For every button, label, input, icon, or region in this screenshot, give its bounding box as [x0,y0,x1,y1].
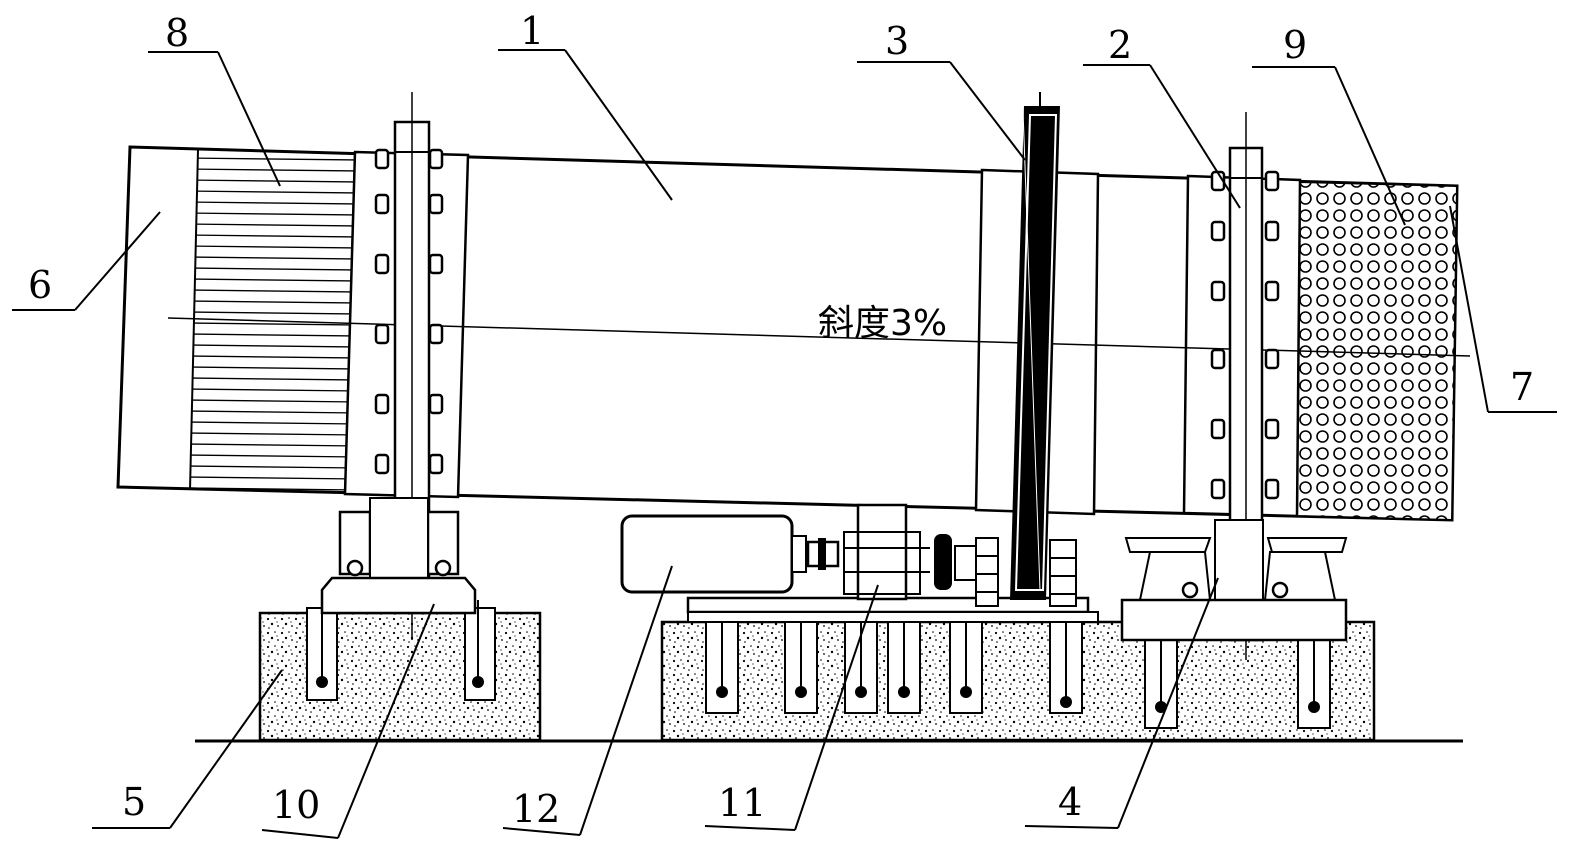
label-10: 10 [272,783,320,827]
label-6: 6 [28,263,52,307]
label-2: 2 [1108,23,1132,67]
label-11: 11 [718,781,766,825]
label-4: 4 [1058,780,1082,824]
reducer [843,503,978,601]
gear-ring [1010,92,1060,600]
pinion [975,537,1077,607]
right-roller-support [1120,519,1348,642]
slope-label: 斜度3% [818,303,947,344]
label-5: 5 [122,780,146,824]
label-3: 3 [885,19,909,63]
label-7: 7 [1510,365,1534,409]
band-bolts [374,148,1280,500]
label-1: 1 [520,9,544,53]
drive-base-frame [686,596,1099,623]
spiral-flight-section [190,157,355,491]
label-8: 8 [165,11,189,55]
right-foundation [660,617,1376,742]
leader-lines [12,49,1557,839]
label-9: 9 [1283,23,1307,67]
label-12: 12 [512,787,560,831]
left-roller-support [320,497,477,615]
left-foundation [258,607,542,742]
motor [620,514,840,594]
